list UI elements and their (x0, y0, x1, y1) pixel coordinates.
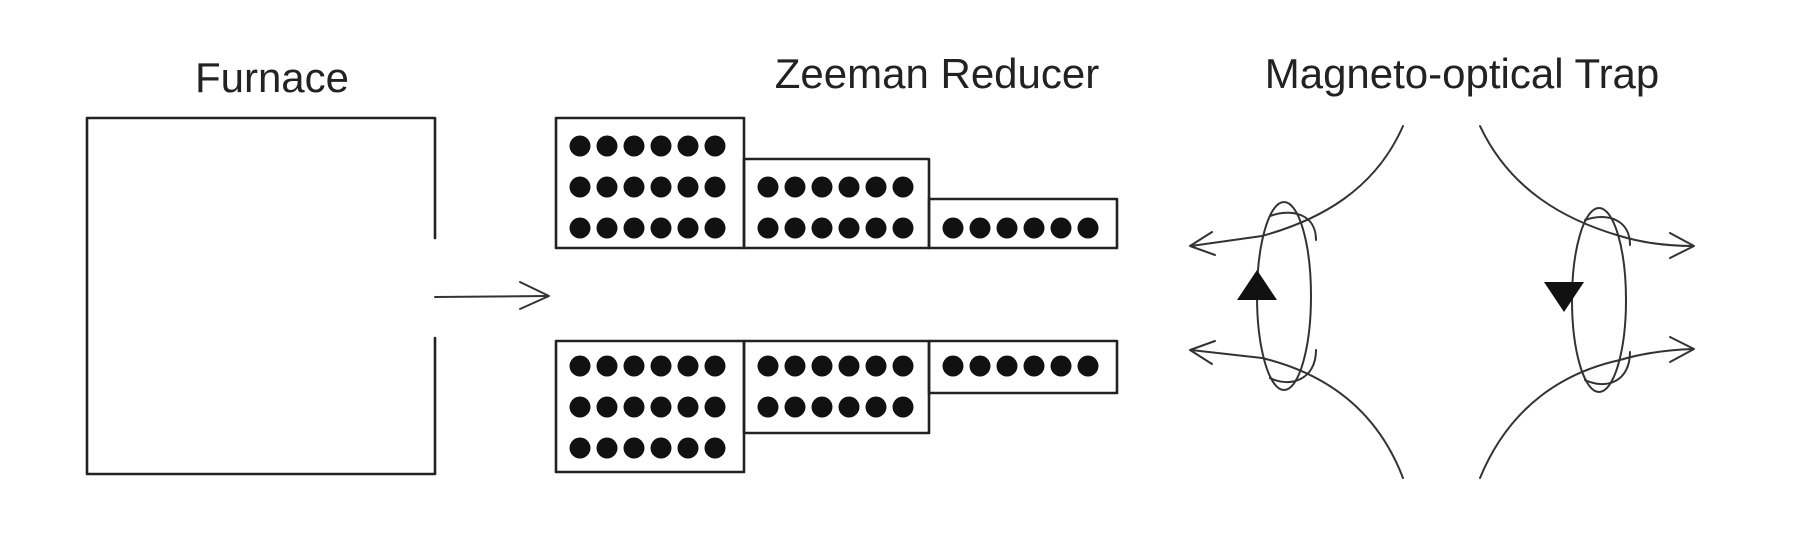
mot-label: Magneto-optical Trap (1265, 50, 1660, 97)
coil-winding-dot (677, 176, 699, 198)
coil-winding-dot (757, 176, 779, 198)
coil-winding-dot (596, 355, 618, 377)
mot-left-coil (1237, 201, 1317, 391)
coil-winding-dot (1077, 355, 1099, 377)
coil-winding-dot (596, 135, 618, 157)
coil-winding-dot (650, 396, 672, 418)
coil-winding-dot (596, 437, 618, 459)
coil-winding-dot (942, 355, 964, 377)
mot-field-lines (1261, 125, 1621, 479)
coil-winding-dot (569, 176, 591, 198)
coil-winding-dot (677, 437, 699, 459)
coil-winding-dot (969, 355, 991, 377)
left-upper-beam (1190, 235, 1263, 247)
left-lower-beam (1190, 349, 1263, 359)
coil-winding-dot (623, 135, 645, 157)
coil-winding-dot (811, 355, 833, 377)
coil-winding-dot (596, 396, 618, 418)
right-upper-arrowhead-icon (1669, 232, 1695, 259)
left-lower-arrowhead-icon (1189, 340, 1216, 365)
coil-winding-dot (677, 355, 699, 377)
coil-winding-dot (811, 176, 833, 198)
coil-current-down-arrow-icon (1544, 282, 1584, 312)
coil-winding-dot (865, 396, 887, 418)
coil-winding-dot (784, 217, 806, 239)
lower-coil-section-2 (742, 339, 931, 435)
coil-winding-dot (569, 135, 591, 157)
zeeman-reducer-label: Zeeman Reducer (775, 50, 1100, 97)
upper-coil-windings (569, 135, 1099, 239)
coil-winding-dot (704, 176, 726, 198)
lower-coil-windings (569, 355, 1099, 459)
mot-beam-arrows (1189, 231, 1695, 365)
coil-winding-dot (704, 217, 726, 239)
left-upper-arrowhead-icon (1189, 231, 1216, 256)
right-lower-arrowhead-icon (1669, 336, 1695, 363)
coil-winding-dot (704, 355, 726, 377)
coil-winding-dot (784, 355, 806, 377)
coil-winding-dot (1023, 355, 1045, 377)
coil-winding-dot (650, 437, 672, 459)
coil-winding-dot (569, 396, 591, 418)
coil-winding-dot (596, 176, 618, 198)
coil-winding-dot (623, 355, 645, 377)
coil-winding-dot (650, 176, 672, 198)
coil-winding-dot (677, 135, 699, 157)
lower-coil-section-3 (927, 339, 1119, 395)
coil-winding-dot (892, 355, 914, 377)
coil-winding-dot (596, 217, 618, 239)
coil-winding-dot (1077, 217, 1099, 239)
coil-winding-dot (623, 176, 645, 198)
coil-winding-dot (569, 355, 591, 377)
coil-winding-dot (757, 355, 779, 377)
coil-winding-dot (623, 437, 645, 459)
coil-winding-dot (757, 396, 779, 418)
coil-winding-dot (650, 217, 672, 239)
coil-winding-dot (704, 437, 726, 459)
coil-winding-dot (942, 217, 964, 239)
coil-winding-dot (865, 176, 887, 198)
upper-coil-section-3 (927, 197, 1119, 250)
coil-winding-dot (650, 135, 672, 157)
coil-winding-dot (1050, 217, 1072, 239)
right-lower-beam (1619, 348, 1694, 361)
furnace-label: Furnace (195, 54, 349, 101)
coil-winding-dot (623, 217, 645, 239)
coil-winding-dot (569, 437, 591, 459)
coil-winding-dot (623, 396, 645, 418)
coil-winding-dot (784, 176, 806, 198)
coil-winding-dot (892, 396, 914, 418)
coil-winding-dot (757, 217, 779, 239)
coil-winding-dot (704, 396, 726, 418)
coil-winding-dot (838, 355, 860, 377)
coil-winding-dot (811, 396, 833, 418)
coil-winding-dot (969, 217, 991, 239)
coil-winding-dot (838, 217, 860, 239)
coil-winding-dot (784, 396, 806, 418)
mot-right-coil (1544, 207, 1631, 393)
zeeman-upper-coil-stack (554, 116, 1119, 250)
coil-winding-dot (650, 355, 672, 377)
coil-winding-dot (996, 217, 1018, 239)
right-upper-beam (1619, 235, 1694, 247)
coil-winding-dot (677, 217, 699, 239)
coil-winding-dot (892, 217, 914, 239)
coil-winding-dot (677, 396, 699, 418)
atom-beam-arrow (434, 281, 550, 310)
coil-winding-dot (1050, 355, 1072, 377)
coil-winding-dot (865, 217, 887, 239)
coil-winding-dot (892, 176, 914, 198)
coil-winding-dot (838, 176, 860, 198)
coil-winding-dot (811, 217, 833, 239)
coil-winding-dot (569, 217, 591, 239)
coil-winding-dot (865, 355, 887, 377)
coil-winding-dot (704, 135, 726, 157)
coil-winding-dot (1023, 217, 1045, 239)
zeeman-lower-coil-stack (554, 339, 1119, 474)
coil-current-up-arrow-icon (1237, 270, 1277, 300)
coil-winding-dot (838, 396, 860, 418)
coil-winding-dot (996, 355, 1018, 377)
furnace-box (85, 116, 437, 476)
